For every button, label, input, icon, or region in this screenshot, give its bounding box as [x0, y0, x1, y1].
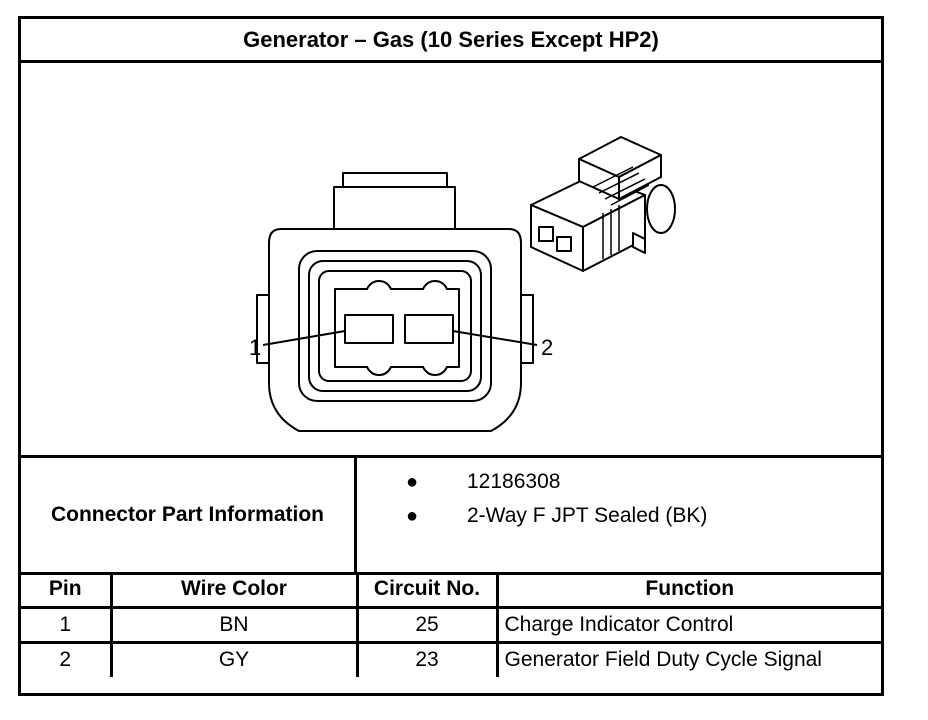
- connector-part-info-label: Connector Part Information: [21, 458, 357, 572]
- pin-table-header: Pin Wire Color Circuit No. Function: [21, 572, 881, 609]
- pin-1-label: 1: [249, 335, 262, 360]
- info-item: ● 12186308: [357, 470, 560, 494]
- circuit-cell: 25: [355, 605, 499, 644]
- connector-description: 2-Way F JPT Sealed (BK): [467, 504, 708, 527]
- circuit-cell: 23: [355, 640, 499, 677]
- header-function: Function: [495, 572, 881, 609]
- wire-color-cell: BN: [109, 605, 359, 644]
- header-wire-color: Wire Color: [109, 572, 359, 609]
- connector-face-drawing: [256, 136, 676, 432]
- connector-part-info: Connector Part Information ● 12186308 ● …: [21, 455, 881, 575]
- pin-table: Pin Wire Color Circuit No. Function 1 BN…: [21, 572, 881, 677]
- pin-cell: 1: [21, 605, 113, 644]
- table-row: 1 BN 25 Charge Indicator Control: [21, 605, 881, 644]
- connector-part-info-list: ● 12186308 ● 2-Way F JPT Sealed (BK): [357, 458, 881, 572]
- connector-sheet: Generator – Gas (10 Series Except HP2): [18, 16, 884, 696]
- info-item: ● 2-Way F JPT Sealed (BK): [357, 504, 707, 528]
- pin-2-label: 2: [541, 335, 554, 360]
- bullet-icon: ●: [405, 504, 419, 527]
- function-cell: Generator Field Duty Cycle Signal: [495, 640, 881, 677]
- page-title: Generator – Gas (10 Series Except HP2): [21, 19, 881, 63]
- pin-cell: 2: [21, 640, 113, 677]
- wire-color-cell: GY: [109, 640, 359, 677]
- table-row: 2 GY 23 Generator Field Duty Cycle Signa…: [21, 640, 881, 677]
- header-circuit-no: Circuit No.: [355, 572, 499, 609]
- part-number: 12186308: [467, 470, 561, 493]
- bullet-icon: ●: [405, 470, 419, 493]
- header-pin: Pin: [21, 572, 113, 609]
- function-cell: Charge Indicator Control: [495, 605, 881, 644]
- connector-figure: 1 2: [21, 63, 881, 455]
